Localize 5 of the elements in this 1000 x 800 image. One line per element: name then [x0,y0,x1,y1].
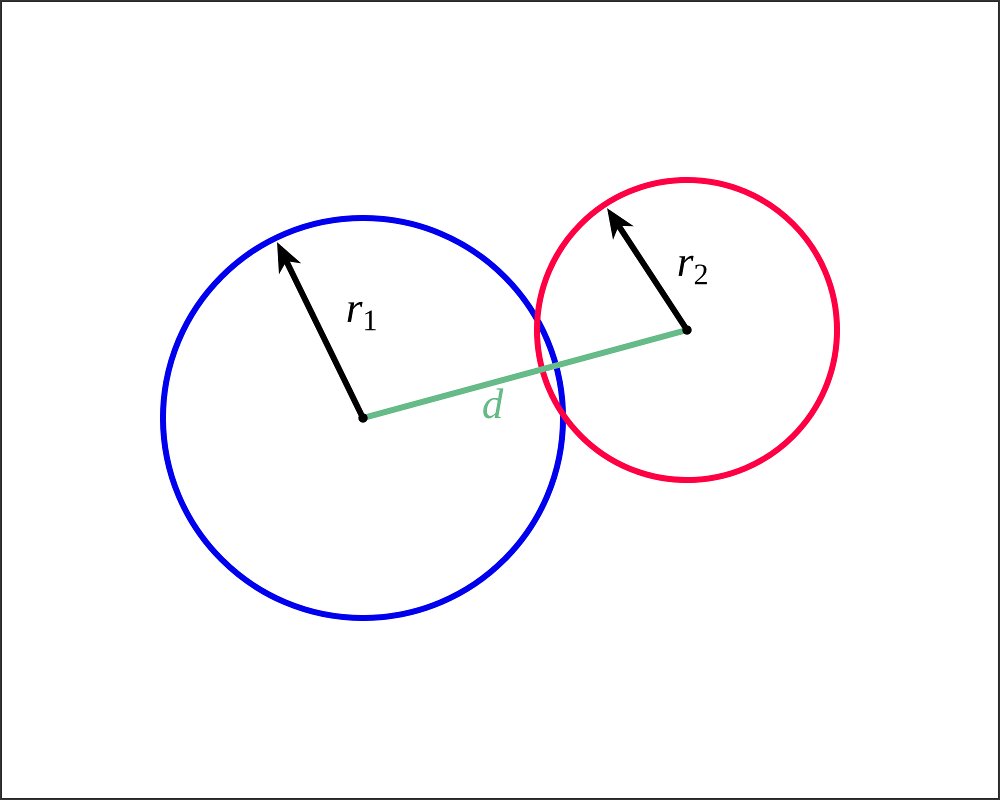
math-label: r$_{2}$ [678,256,707,284]
circle [534,177,840,483]
edge-label: d [483,388,504,418]
circle [160,215,566,621]
math-label: r$_{1}$ [348,302,376,330]
